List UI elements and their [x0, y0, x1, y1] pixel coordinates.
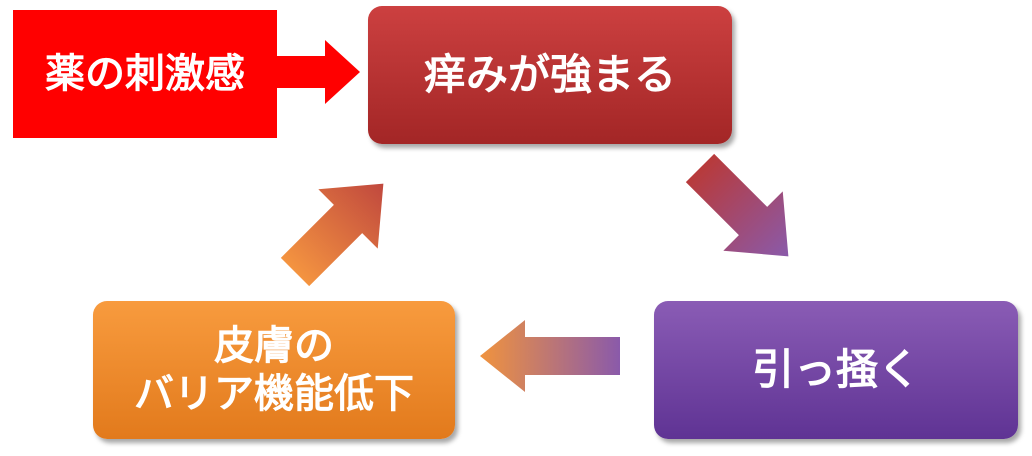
scratch-label: 引っ掻く — [751, 344, 920, 394]
itch-label: 痒みが強まる — [423, 49, 676, 99]
itch-box: 痒みが強まる — [368, 6, 732, 144]
barrier-label-line2: バリア機能低下 — [134, 371, 414, 417]
arrow-barrier-to-itch — [280, 183, 384, 287]
trigger-box: 薬の刺激感 — [13, 10, 277, 138]
trigger-label: 薬の刺激感 — [45, 51, 245, 97]
arrow-itch-to-scratch — [685, 153, 789, 257]
arrow-scratch-to-barrier — [480, 320, 620, 392]
arrow-trigger-to-itch — [277, 40, 360, 104]
barrier-box: 皮膚の バリア機能低下 — [93, 301, 455, 439]
scratch-box: 引っ掻く — [654, 301, 1018, 439]
barrier-label-line1: 皮膚の — [214, 323, 334, 369]
